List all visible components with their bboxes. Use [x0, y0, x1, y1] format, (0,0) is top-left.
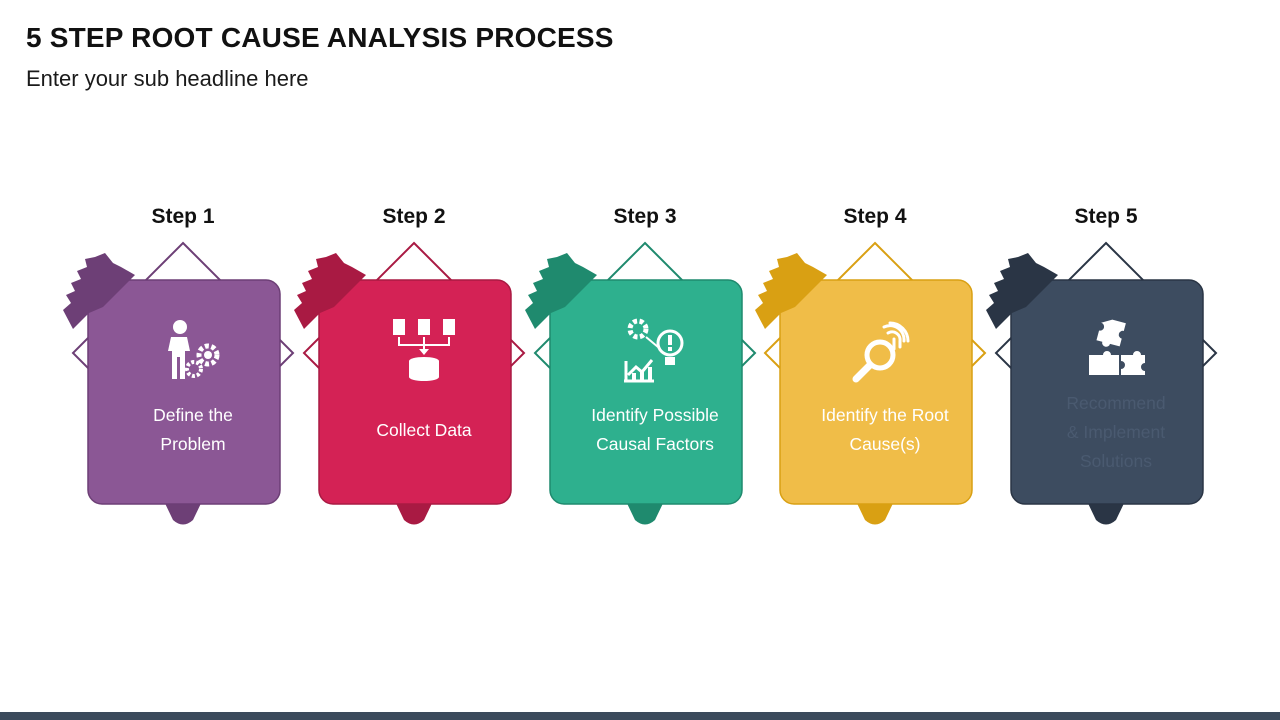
- page-title: 5 STEP ROOT CAUSE ANALYSIS PROCESS: [26, 22, 614, 53]
- step-4: Step 4 Identify the Root Cause(s): [755, 195, 995, 540]
- step-description: Recommend & Implement Solutions: [1066, 392, 1166, 471]
- step-label: Step 3: [613, 205, 677, 228]
- step-1: Step 1 Define the Problem: [63, 195, 303, 540]
- data-collection-icon: [393, 319, 455, 381]
- step-description: Define the Problem: [153, 405, 233, 454]
- step-5: Step 5 Recommend & Implement Solutions: [986, 195, 1226, 540]
- puzzle-icon: [1089, 319, 1145, 375]
- step-card-frame: [986, 241, 1218, 525]
- step-card-frame: [63, 241, 295, 525]
- step-description: Identify the Root Cause(s): [821, 405, 949, 454]
- step-card-frame: [755, 241, 987, 525]
- step-description: Collect Data: [376, 419, 472, 440]
- step-card-frame: [294, 241, 526, 525]
- step-label: Step 4: [843, 205, 907, 228]
- step-label: Step 1: [151, 205, 215, 228]
- page-subtitle: Enter your sub headline here: [26, 66, 309, 91]
- fingerprint-search-icon: [852, 321, 910, 383]
- person-gears-icon: [168, 320, 220, 379]
- step-description: Identify Possible Causal Factors: [591, 405, 719, 454]
- step-label: Step 2: [382, 205, 446, 228]
- bottom-bar: [0, 712, 1280, 720]
- analysis-idea-icon: [624, 318, 684, 383]
- step-card-frame: [525, 241, 757, 525]
- step-3: Step 3 Identify Possible Causal Factors: [525, 195, 765, 540]
- step-2: Step 2 Collect Data: [294, 195, 534, 540]
- step-label: Step 5: [1074, 205, 1138, 228]
